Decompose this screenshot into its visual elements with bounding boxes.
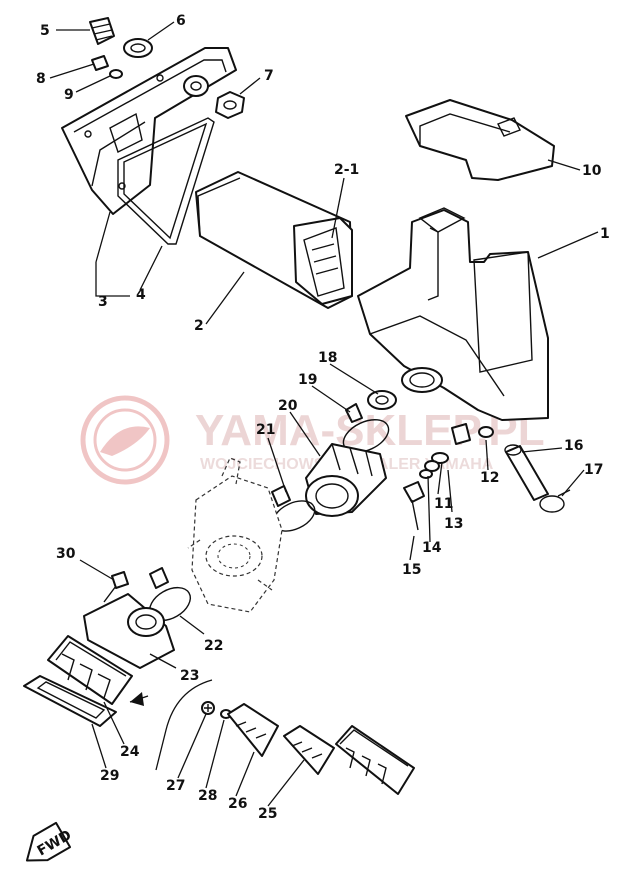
callout-21: 21 [256,422,275,438]
detail-bracket [129,679,213,771]
intake-manifold [83,593,175,669]
callout-3: 3 [98,294,108,310]
bolt-30 [103,571,129,603]
callout-16: 16 [564,438,583,454]
callout-labels: 5 6 8 9 7 10 1 2-1 2 3 4 18 19 20 21 12 … [36,13,610,822]
carburetor-outline [187,457,283,613]
callout-30: 30 [56,546,76,562]
grommet-5 [89,17,115,45]
washer-9 [109,69,123,79]
reed-gasket [23,675,117,727]
plug-12 [451,423,494,445]
callout-28: 28 [198,788,217,804]
washers-11-13-14 [419,452,449,479]
callout-25: 25 [258,806,277,822]
grommet-6 [123,38,153,58]
callout-9: 9 [64,87,74,103]
callout-10: 10 [582,163,602,179]
callout-11: 11 [434,496,453,512]
case-bracket [405,99,555,181]
callout-12: 12 [480,470,499,486]
callout-17: 17 [584,462,603,478]
drain-hose [504,444,549,501]
callout-6: 6 [176,13,186,29]
callout-2-1: 2-1 [334,162,359,178]
callout-26: 26 [228,796,247,812]
clamp-22 [149,567,191,622]
callout-7: 7 [264,68,274,84]
callout-15: 15 [402,562,421,578]
bolt-8 [91,55,109,71]
leader-lines [49,21,599,807]
callout-13: 13 [444,516,463,532]
callout-29: 29 [100,768,119,784]
screw-27 [201,701,215,715]
bolt-15 [403,481,425,531]
callout-1: 1 [600,226,610,242]
callout-27: 27 [166,778,185,794]
watermark-logo-icon [80,395,170,485]
callout-2: 2 [194,318,204,334]
callout-24: 24 [120,744,140,760]
callout-14: 14 [422,540,442,556]
reed-valve-25 [283,725,335,775]
air-joint [305,443,387,517]
callout-22: 22 [204,638,223,654]
air-filter-element [195,171,353,309]
nut-7 [215,91,245,119]
cover-seal [117,117,215,245]
fwd-arrow-icon: FWD [25,821,74,862]
reed-valve-assembly [47,635,133,705]
callout-19: 19 [298,372,317,388]
air-filter-case [357,207,549,421]
reed-housing [335,725,415,795]
cap-18 [367,390,397,410]
callout-20: 20 [278,398,298,414]
callout-18: 18 [318,350,337,366]
callout-5: 5 [40,23,50,39]
grommet-joint [183,75,209,97]
callout-23: 23 [180,668,199,684]
callout-4: 4 [136,287,146,303]
callout-8: 8 [36,71,46,87]
reed-stopper-26 [227,703,279,757]
